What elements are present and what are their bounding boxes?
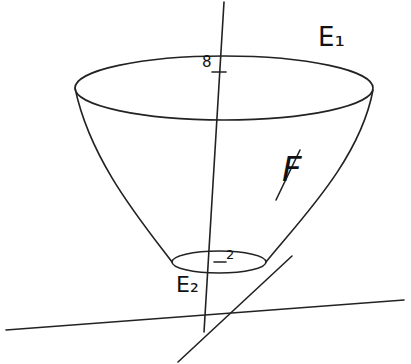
top-edge xyxy=(75,56,373,120)
y-axis xyxy=(6,300,404,330)
bottom-edge xyxy=(172,251,266,273)
boundary-label: E₂ xyxy=(176,274,199,296)
right-side xyxy=(266,90,373,262)
tick-mark xyxy=(214,261,226,263)
tick-value: 8 xyxy=(202,55,212,70)
z-axis xyxy=(204,2,224,332)
left-side xyxy=(75,88,172,262)
tick-mark xyxy=(212,71,226,73)
boundary-label: E₁ xyxy=(318,24,345,50)
surface-label: F xyxy=(282,152,302,186)
tick-value: 2 xyxy=(226,248,234,261)
